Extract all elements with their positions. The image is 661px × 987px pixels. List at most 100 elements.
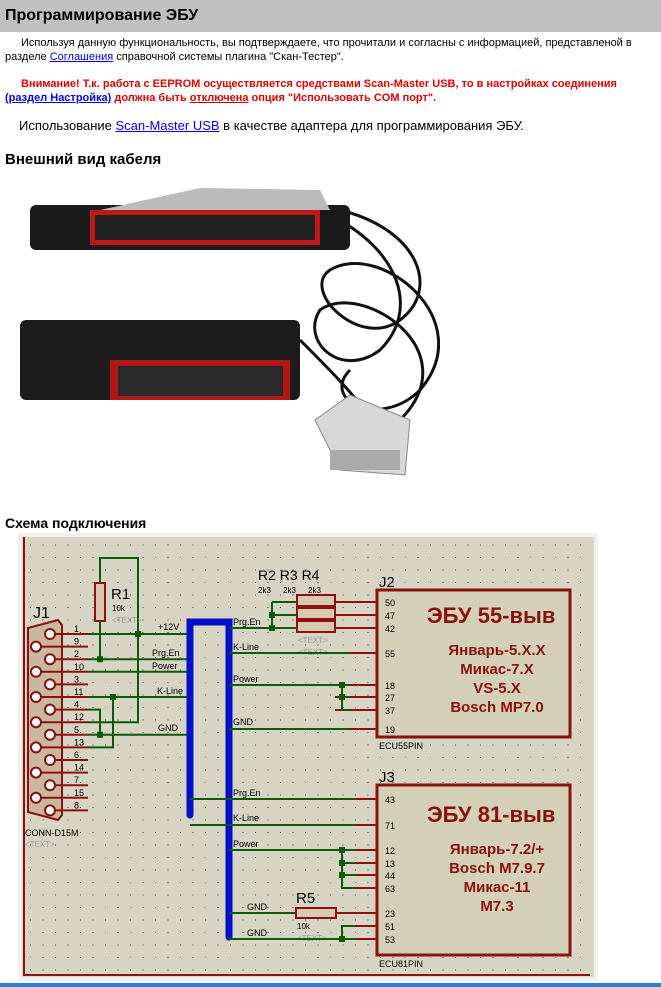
pin-hole (30, 741, 42, 754)
ecu-model: VS-5.X (473, 680, 521, 697)
ecu-model: Bosch M7.9.7 (449, 860, 545, 877)
ecu-part-name: ECU55PIN (379, 741, 423, 751)
connector-label: J3 (379, 769, 395, 786)
intro-text: Используя данную функциональность, вы по… (5, 37, 632, 63)
ecu-title: ЭБУ 81-выв (427, 802, 555, 827)
j1-pin-number: 1 (74, 624, 79, 634)
wire (88, 708, 101, 735)
pin-hole (44, 678, 56, 691)
j1-pin-number: 8 (74, 800, 79, 810)
ecu-model: Bosch MP7.0 (450, 699, 543, 716)
resistor-value: 2k3 (308, 586, 321, 595)
junction (339, 847, 345, 853)
scan-master-link[interactable]: Scan-Master USB (115, 118, 220, 133)
agreement-link[interactable]: Соглашения (49, 51, 114, 63)
grid-dots (30, 544, 581, 971)
resistor-value: 2k3 (258, 586, 271, 595)
j1-pin-number: 9 (74, 637, 79, 647)
resistor-r1 (94, 582, 106, 622)
pin-hole (44, 779, 56, 792)
pin-hole (44, 754, 56, 766)
j3-pin-number: 43 (385, 795, 395, 805)
warning-text: Внимание! Т.к. работа с EEPROM осуществл… (21, 78, 617, 90)
j2-pin-number: 47 (385, 611, 395, 621)
wire (88, 557, 139, 724)
usage-text-end: в качестве адаптера для программирования… (219, 118, 524, 133)
wire (341, 925, 355, 939)
ecu-part-name: ECU81PIN (379, 959, 423, 969)
disabled-link[interactable]: отключена (189, 92, 249, 104)
status-bar (0, 983, 661, 987)
j2-pin-number: 27 (385, 693, 395, 703)
j1-pin-number: 14 (74, 763, 84, 773)
j3-pin-number: 44 (385, 871, 395, 881)
j3-pin-number: 51 (385, 922, 395, 932)
pin-hole (30, 665, 42, 678)
net-label: K-Line (157, 686, 183, 696)
net-label: GND (158, 723, 179, 733)
warning-text-3: опция "Использовать COM порт". (248, 92, 437, 104)
intro-text-end: справочной системы плагина "Скан-Тестер"… (113, 51, 344, 63)
j1-pin-number: 2 (74, 649, 79, 659)
r2-r4-label: R2 R3 R4 (258, 567, 320, 583)
warning-paragraph: Внимание! Т.к. работа с EEPROM осуществл… (5, 77, 655, 105)
intro-paragraph: Используя данную функциональность, вы по… (5, 36, 655, 64)
j1-pin-number: 15 (74, 788, 84, 798)
cable-photo (20, 188, 440, 476)
pin-hole (30, 766, 42, 779)
ecu-model: M7.3 (480, 898, 513, 915)
wire (341, 685, 350, 711)
usage-text: Использование (19, 118, 116, 133)
pin-hole (44, 703, 56, 716)
ecu-title: ЭБУ 55-выв (427, 603, 555, 628)
ecu-model: Микас-7.X (460, 661, 533, 678)
ecu-model: Январь-7.2/+ (450, 841, 545, 858)
ecu-model: Микас-11 (464, 879, 531, 896)
j2-pin-number: 37 (385, 706, 395, 716)
resistor-r3 (296, 607, 336, 620)
junction (339, 936, 345, 942)
usage-paragraph: Использование Scan-Master USB в качестве… (5, 119, 655, 133)
net-label: Prg.En (233, 617, 261, 627)
junction (97, 656, 103, 663)
page-title: Программирование ЭБУ (5, 7, 199, 24)
scheme-heading: Схема подключения (5, 515, 147, 531)
j3-pin-number: 63 (385, 884, 395, 894)
r1-value: 10k (112, 604, 126, 613)
pin-hole (44, 653, 56, 666)
wire (88, 697, 114, 749)
j1-label: J1 (33, 605, 50, 622)
j1-pin-number: 11 (74, 687, 83, 697)
net-label: Power (152, 661, 178, 671)
j1-pin-number: 3 (74, 674, 79, 684)
settings-link[interactable]: (раздел Настройка) (5, 92, 112, 104)
r1-label: R1 (111, 586, 130, 603)
j3-pin-number: 53 (385, 935, 395, 945)
ecu-block (375, 783, 572, 957)
junction (135, 631, 141, 637)
j2-pin-number: 50 (385, 598, 395, 608)
pin-hole (44, 804, 56, 817)
j1-pin-number: 4 (74, 700, 79, 710)
j2-pin-number: 55 (385, 649, 395, 659)
net-label: Power (233, 839, 259, 849)
j1-pin-number: 12 (74, 712, 84, 722)
junction (339, 872, 345, 878)
junction (269, 625, 275, 631)
junction (339, 694, 345, 700)
pin-hole (30, 691, 42, 703)
net-label: Power (233, 674, 259, 684)
j1-name: CONN-D15M (25, 828, 79, 838)
j2-pin-number: 19 (385, 725, 395, 735)
junction (339, 860, 345, 866)
text-placeholder: <TEXT> (298, 636, 328, 645)
warning-text-2: должна быть (111, 92, 190, 104)
r5-value: 10k (297, 922, 311, 931)
ecu-block (375, 588, 572, 739)
junction (97, 731, 103, 738)
pin-hole (30, 791, 42, 804)
connector-label: J2 (379, 574, 395, 591)
j1-pin-number: 6 (74, 750, 79, 760)
text-placeholder: <TEXT> (112, 616, 142, 625)
